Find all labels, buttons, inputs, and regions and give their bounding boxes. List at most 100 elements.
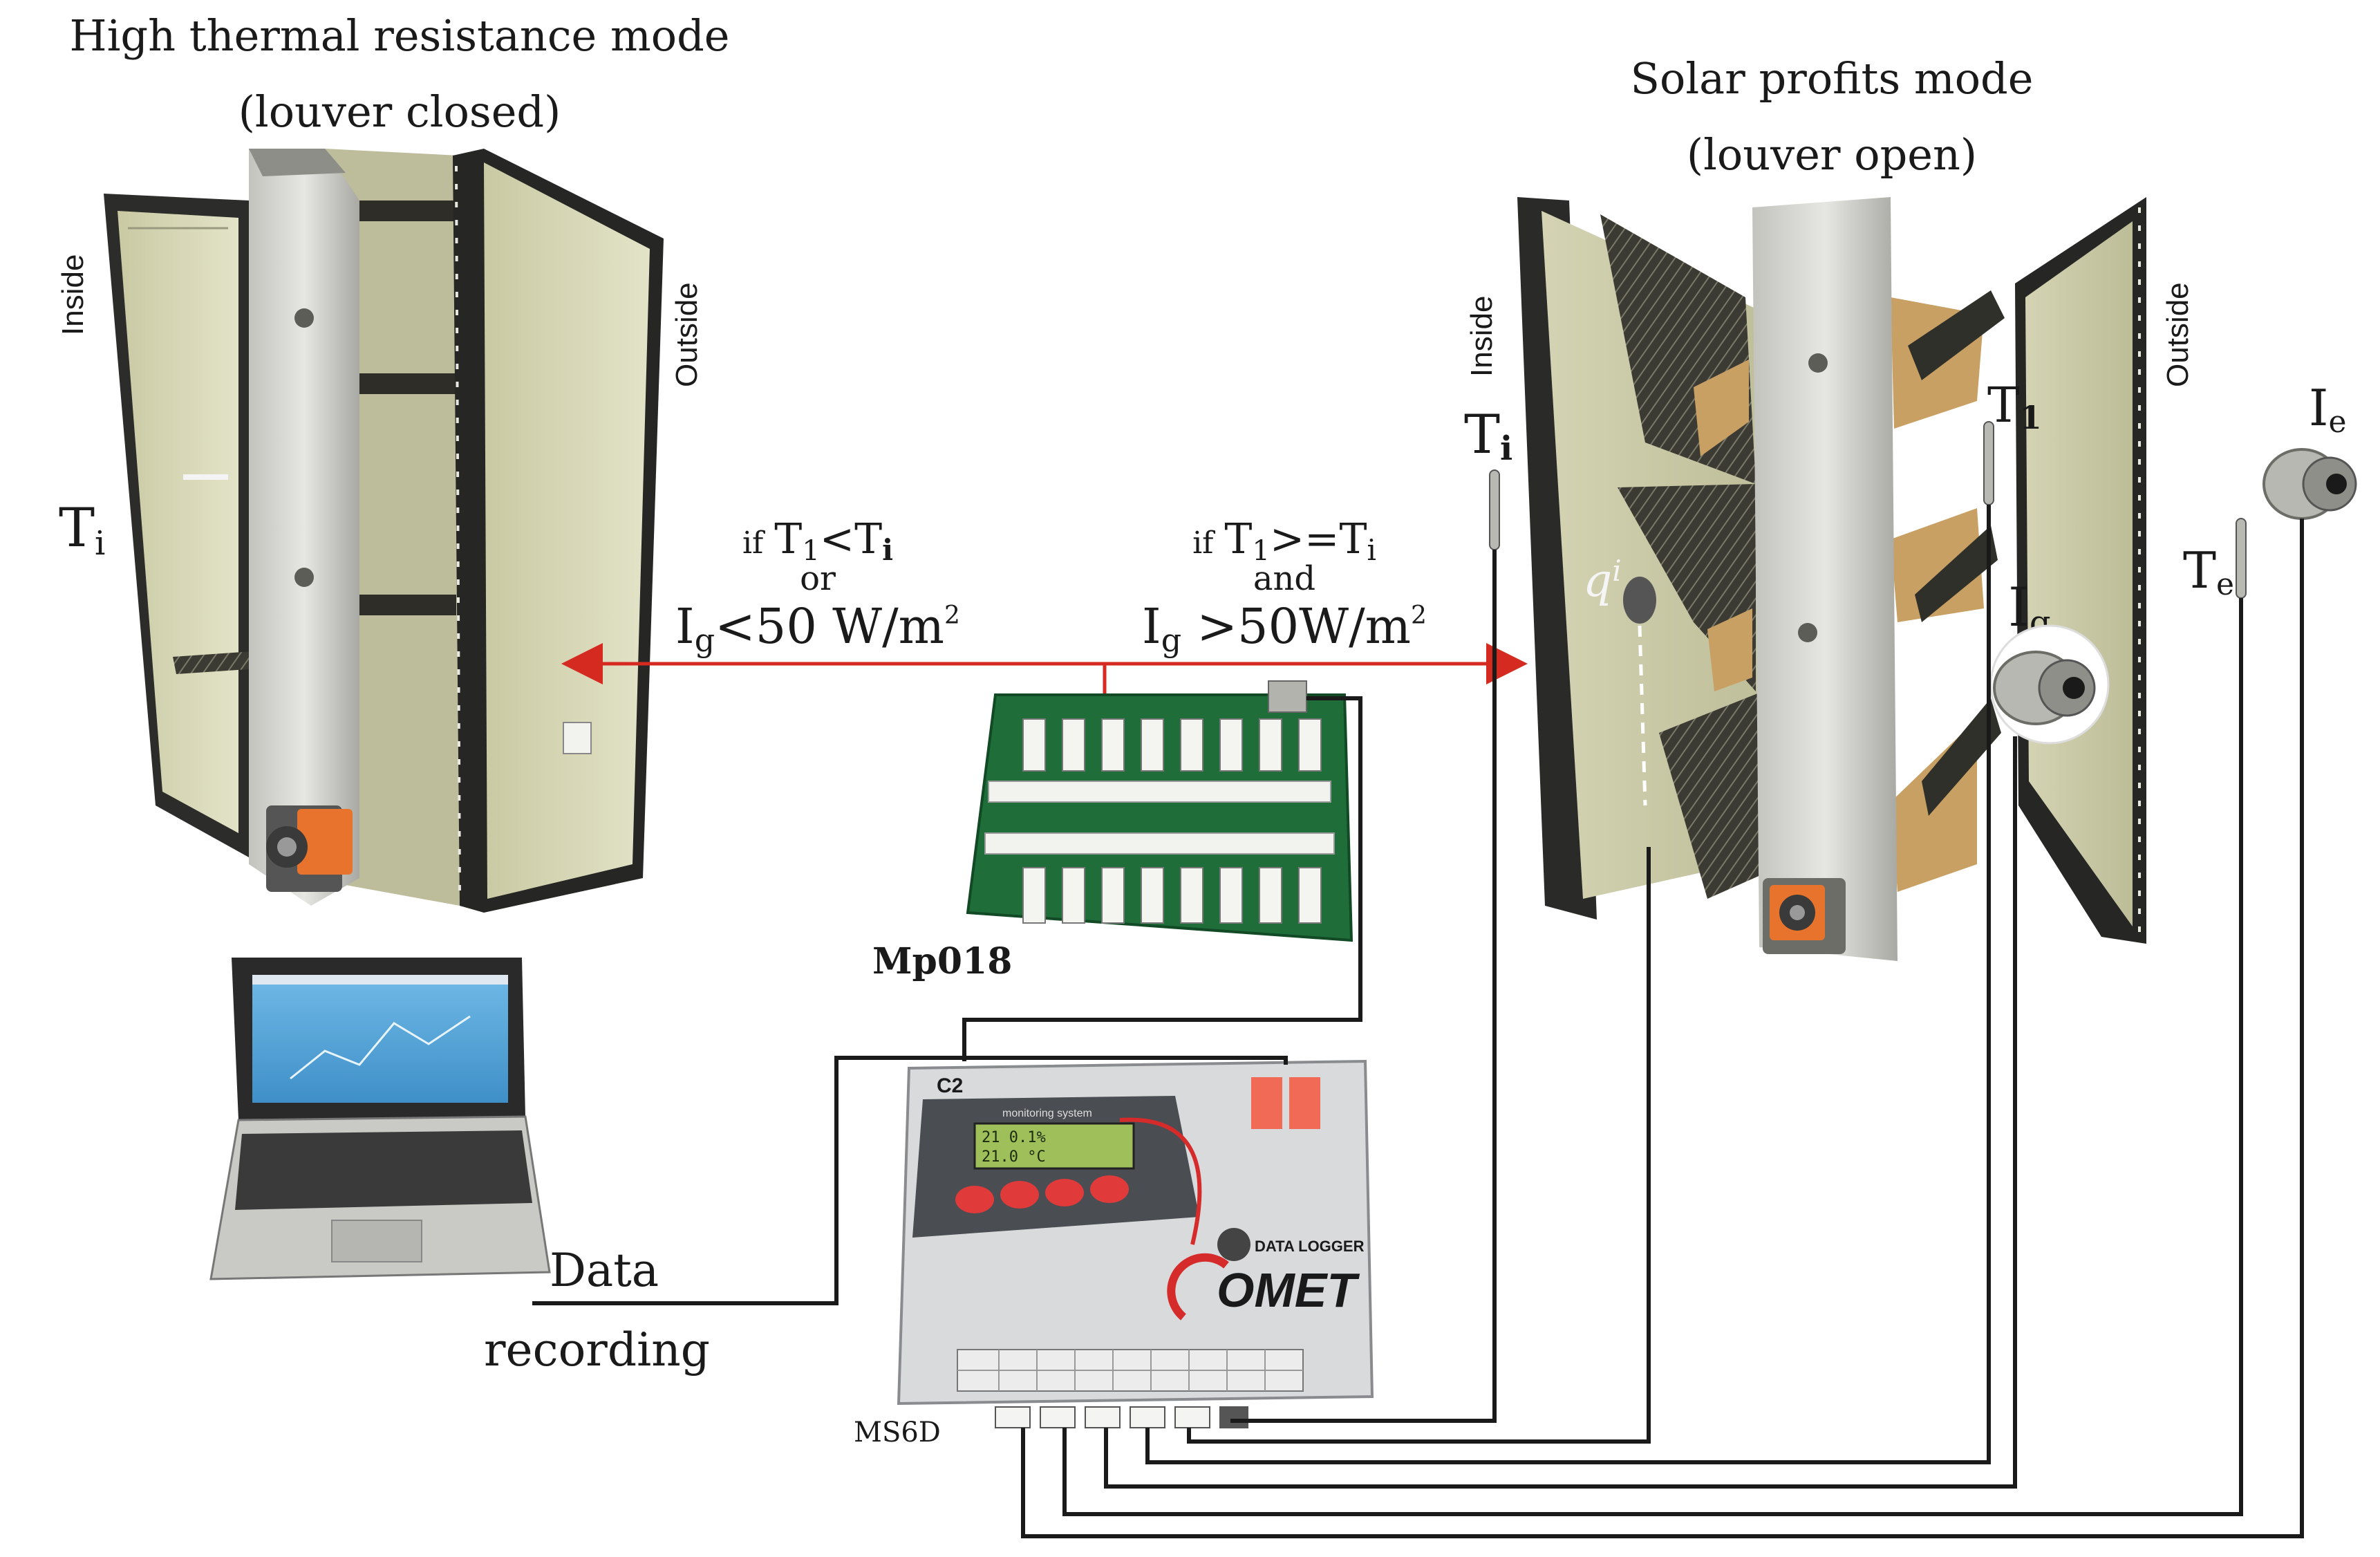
wood-blade: [1891, 508, 1984, 622]
relay: [1022, 718, 1046, 772]
wood-blade: [1707, 608, 1752, 691]
ti-probe: [1489, 469, 1500, 550]
logger-down-button: [1045, 1179, 1084, 1206]
svg-text:Ig<50 W/m2: Ig<50 W/m2: [675, 598, 960, 659]
aluminum-support-post: [1752, 197, 1898, 961]
data-recording-line1: Data: [550, 1244, 659, 1297]
te-probe: [2236, 518, 2247, 599]
logger-lcd-line2: 21.0 °C: [982, 1148, 1046, 1166]
logger-to-laptop-wire: [532, 1056, 1288, 1305]
logger-brand-c: [1167, 1253, 1229, 1321]
closed-inside-label: Inside: [56, 254, 90, 335]
laptop-screen-toolbar: [252, 975, 508, 985]
relay: [1298, 718, 1322, 772]
relay: [1259, 867, 1282, 924]
louver-actuator-closed: [266, 805, 353, 892]
relay: [1022, 867, 1046, 924]
data-logger: C2 monitoring system 21 0.1% 21.0 °C DAT…: [897, 1059, 1374, 1428]
closed-mode-subtitle: (louver closed): [238, 86, 561, 137]
laptop-screen-plot: [290, 1015, 471, 1080]
post-bolt: [1798, 623, 1817, 642]
logger-brand: OMET: [1217, 1263, 1360, 1317]
t1-wire: [1145, 505, 1991, 1464]
open-inside-label: Inside: [1465, 296, 1499, 377]
logger-enter-button: [1090, 1175, 1129, 1203]
data-recording-line2: recording: [484, 1323, 710, 1377]
pyranometer-ig: [1989, 624, 2110, 745]
louver-actuator-open: [1763, 878, 1846, 954]
svg-text:and: and: [1253, 559, 1315, 598]
post-top: [249, 149, 346, 176]
inner-glazing-pane: [118, 211, 238, 833]
terminal-strip-top: [988, 781, 1331, 803]
heat-flux-sensor-cable: [1638, 625, 1647, 806]
closed-outside-label: Outside: [670, 282, 704, 387]
laptop: [209, 958, 551, 1280]
t1-probe: [1983, 421, 1994, 505]
ig-wire: [1104, 736, 2017, 1489]
mid-frame-bar: [359, 595, 456, 615]
relay: [1141, 718, 1164, 772]
closed-window-assembly: [104, 149, 664, 913]
relay: [1101, 867, 1125, 924]
te-label: Te: [2183, 541, 2234, 602]
outer-glazing-pane: [2025, 221, 2133, 926]
qi-label: qi: [1583, 554, 1622, 607]
open-louver-edge: [1908, 290, 2005, 380]
terminal-strip-bottom: [984, 832, 1335, 855]
laptop-touchpad: [331, 1220, 422, 1262]
logger-tagline: DATA LOGGER: [1255, 1238, 1365, 1255]
relay: [1219, 718, 1243, 772]
svg-text:or: or: [800, 559, 836, 598]
relay: [1180, 718, 1203, 772]
open-louver-edge: [1922, 698, 2001, 816]
open-mode-subtitle: (louver open): [1687, 129, 1977, 180]
te-wire: [1062, 598, 2243, 1516]
post-bolt: [294, 568, 314, 587]
relay-board: [966, 680, 1353, 942]
logger-lcd: [973, 1122, 1135, 1170]
wood-blade: [1694, 360, 1749, 456]
post-bolt: [294, 308, 314, 328]
outer-glazing-pane: [484, 162, 650, 899]
relay-board-label: Mp018: [872, 940, 1012, 982]
logger-terminals: [995, 1406, 1248, 1428]
open-ti-label: Ti: [1464, 404, 1512, 468]
relay: [1180, 867, 1203, 924]
logger-header-text: monitoring system: [1002, 1108, 1092, 1119]
logger-up-button: [1000, 1181, 1039, 1209]
ie-wire: [1021, 519, 2304, 1538]
relay: [1101, 718, 1125, 772]
closed-mode-title: High thermal resistance mode: [70, 10, 730, 61]
relay-row-top: [1022, 718, 1322, 772]
laptop-keyboard: [235, 1130, 532, 1210]
relay: [1259, 718, 1282, 772]
qi-wire: [1187, 847, 1651, 1444]
relay-board-connector: [1268, 680, 1307, 713]
logger-label: MS6D: [854, 1417, 941, 1448]
logger-status-led: [1251, 1077, 1282, 1129]
mid-frame-bar: [359, 201, 456, 221]
relay-to-logger-wire: [962, 696, 1362, 1061]
outer-pane-sticker: [563, 722, 592, 754]
open-louver-edge: [1915, 525, 1998, 622]
relay: [1141, 867, 1164, 924]
logger-lcd-line1: 21 0.1%: [982, 1129, 1046, 1146]
ie-label: Ie: [2309, 379, 2347, 440]
logger-status-led: [1289, 1077, 1320, 1129]
sensor-wiring: [532, 505, 2304, 1538]
post-bolt: [1808, 353, 1828, 373]
svg-text:Ig >50W/m2: Ig >50W/m2: [1142, 598, 1427, 659]
relay-row-bottom: [1022, 867, 1322, 924]
ti-wire: [1230, 550, 1497, 1423]
aluminum-support-post: [249, 149, 359, 906]
heat-flux-sensor: [1623, 577, 1656, 624]
pyranometer-ie: [2262, 448, 2357, 520]
logger-menu-button: [955, 1186, 994, 1213]
open-outside-label: Outside: [2161, 282, 2195, 387]
